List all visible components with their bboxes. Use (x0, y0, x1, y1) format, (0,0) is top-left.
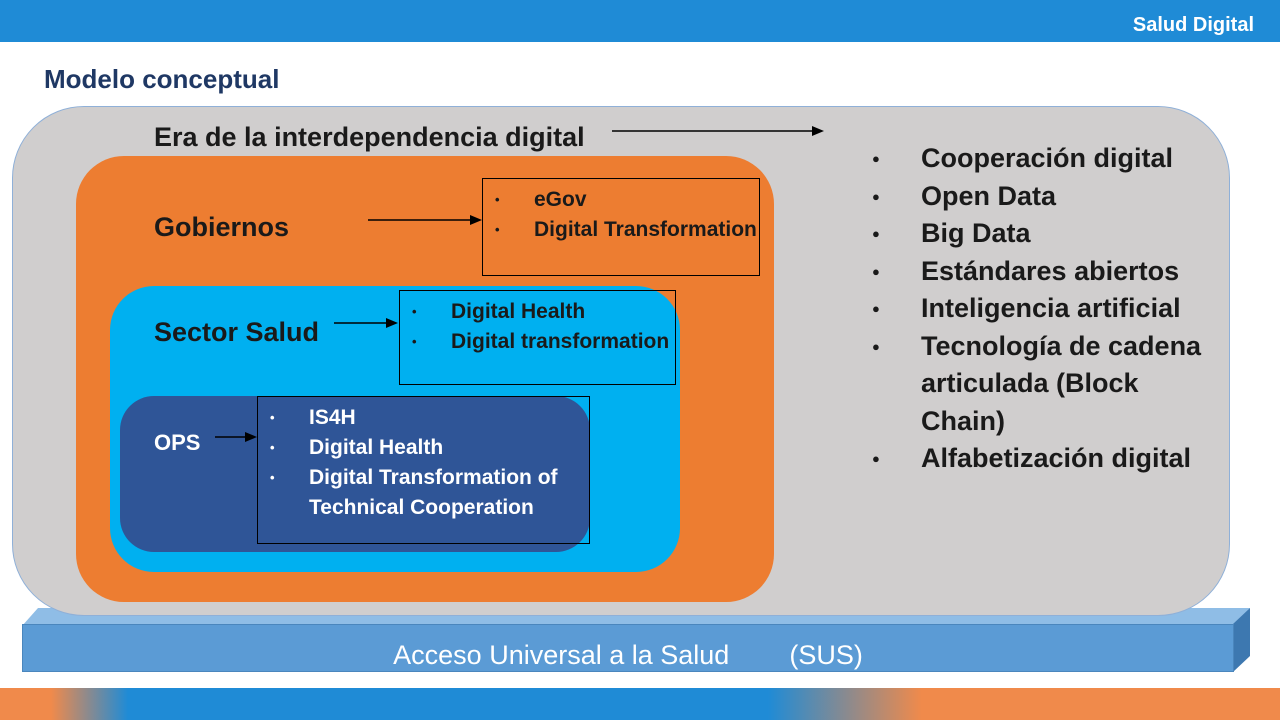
list-item: Big Data (872, 215, 1212, 253)
ops-item: Digital Health (270, 433, 589, 463)
era-arrow (612, 126, 824, 136)
sector-salud-arrow (334, 318, 398, 328)
list-item: Tecnología de cadena articulada (Block C… (872, 328, 1212, 441)
sector-salud-item: Digital Health (412, 297, 675, 327)
header-bar: Salud Digital (0, 0, 1280, 42)
era-label: Era de la interdependencia digital (154, 122, 585, 152)
gobiernos-info-box: eGov Digital Transformation (482, 178, 760, 276)
ops-label: OPS (154, 430, 201, 455)
base-platform-side (1233, 608, 1250, 672)
gobiernos-arrow (368, 215, 482, 225)
ops-arrow (215, 432, 257, 442)
footer-band (0, 688, 1280, 720)
ops-item: IS4H (270, 403, 589, 433)
base-label: Acceso Universal a la Salud (SUS) (393, 640, 863, 670)
list-item: Estándares abiertos (872, 253, 1212, 291)
sector-salud-item: Digital transformation (412, 327, 675, 357)
list-item: Alfabetización digital (872, 440, 1212, 478)
page-title: Modelo conceptual (44, 64, 280, 94)
digital-topics-list: Cooperación digital Open Data Big Data E… (872, 140, 1212, 478)
header-title: Salud Digital (1132, 14, 1254, 36)
sector-salud-label: Sector Salud (154, 317, 320, 347)
list-item: Cooperación digital (872, 140, 1212, 178)
list-item: Inteligencia artificial (872, 290, 1212, 328)
gobiernos-item: eGov (495, 185, 759, 215)
gobiernos-item: Digital Transformation (495, 215, 759, 245)
list-item: Open Data (872, 178, 1212, 216)
sector-salud-info-box: Digital Health Digital transformation (399, 290, 676, 385)
base-platform (22, 624, 1234, 672)
ops-item: Digital Transformation of Technical Coop… (270, 463, 589, 523)
ops-info-box: IS4H Digital Health Digital Transformati… (257, 396, 590, 544)
gobiernos-label: Gobiernos (154, 212, 290, 242)
